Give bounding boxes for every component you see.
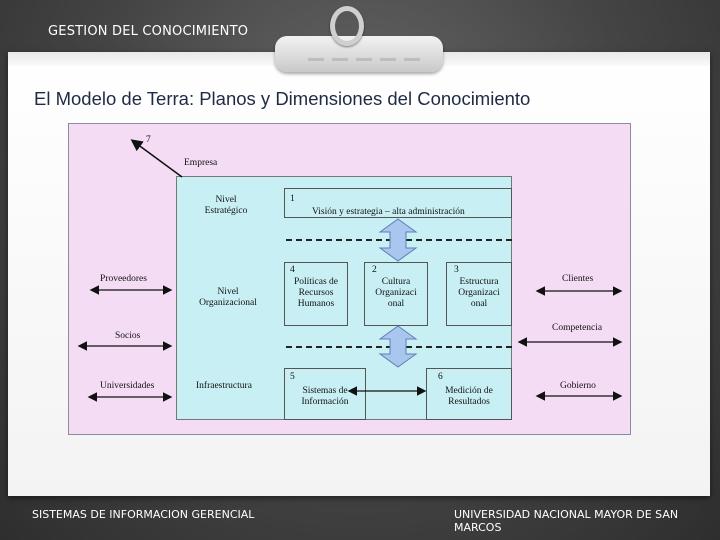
binder-clip-plate [275, 36, 443, 72]
box-medicion [426, 368, 512, 420]
box5-number: 5 [290, 372, 295, 382]
box2-number: 2 [372, 265, 377, 275]
label-clientes: Clientes [562, 274, 594, 284]
vertical-double-arrow [378, 218, 418, 262]
label-gobierno: Gobierno [560, 381, 596, 391]
box-cultura [364, 262, 428, 326]
binder-ring-icon [330, 6, 364, 46]
clip-dash [308, 58, 324, 61]
box3-number: 3 [454, 265, 459, 275]
clip-dash [356, 58, 372, 61]
footer-left: SISTEMAS DE INFORMACION GERENCIAL [32, 508, 255, 521]
box-estructura [446, 262, 512, 326]
header-title: GESTION DEL CONOCIMIENTO [48, 24, 249, 39]
box-politicas [284, 262, 348, 326]
clip-dash [404, 58, 420, 61]
box1-number: 1 [290, 194, 295, 204]
label-empresa: Empresa [184, 158, 218, 168]
label-7: 7 [146, 135, 151, 145]
footer-right: UNIVERSIDAD NACIONAL MAYOR DE SAN MARCOS [454, 508, 679, 534]
clip-dash [380, 58, 396, 61]
label-proveedores: Proveedores [100, 274, 147, 284]
label-socios: Socios [115, 331, 141, 341]
label-infraestructura: Infraestructura [196, 381, 252, 391]
label-competencia: Competencia [552, 323, 603, 333]
slide-title: El Modelo de Terra: Planos y Dimensiones… [34, 88, 531, 109]
pointer-arrow [130, 139, 183, 178]
label-universidades: Universidades [100, 381, 155, 391]
box4-number: 4 [290, 265, 295, 275]
box1-text: Visión y estrategia – alta administració… [312, 207, 465, 217]
clip-dash [332, 58, 348, 61]
box-vision [284, 188, 512, 218]
vertical-double-arrow [378, 325, 418, 368]
box6-number: 6 [438, 372, 443, 382]
